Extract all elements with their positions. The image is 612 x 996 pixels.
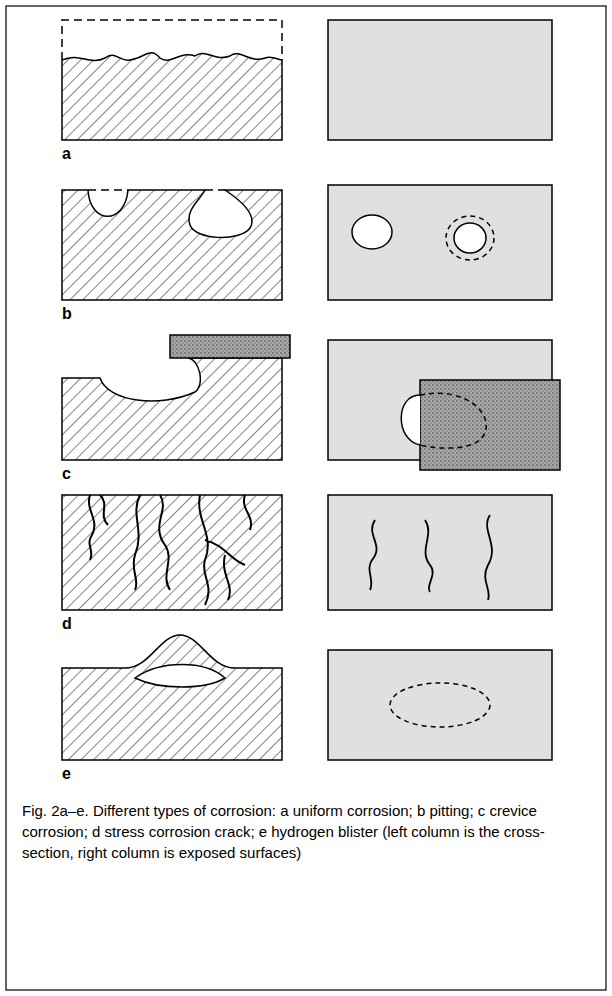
crevice-attack: [401, 395, 420, 445]
metal-section: [62, 53, 282, 140]
figure-caption: Fig. 2a–e. Different types of corrosion:…: [22, 800, 590, 863]
crevice-plate: [420, 380, 560, 470]
crevice-corrosion: [62, 335, 560, 470]
hidden-attack: [420, 393, 486, 448]
panel-letter: e: [62, 766, 71, 782]
hydrogen-blister: [62, 635, 552, 760]
panel-letter: c: [62, 466, 71, 482]
metal-section: [62, 190, 282, 300]
pitting: [62, 185, 552, 300]
metal-section: [62, 358, 282, 460]
exposed-surface: [328, 20, 552, 140]
exposed-surface: [328, 495, 552, 610]
original-surface: [62, 20, 282, 60]
original-surface: [88, 189, 225, 191]
crevice-plate: [170, 335, 290, 358]
crack: [369, 515, 492, 600]
panel-letter: b: [62, 306, 72, 322]
exposed-surface: [328, 650, 552, 760]
blister-cavity: [135, 665, 225, 688]
panel-letter: d: [62, 616, 72, 632]
pit-undercut: [446, 216, 494, 260]
uniform-corrosion: [62, 20, 552, 140]
figure-frame: [6, 6, 606, 990]
metal-section: [62, 635, 282, 760]
blister-outline: [390, 683, 490, 727]
pit-mouth: [352, 215, 392, 249]
panel-letter: a: [62, 146, 71, 162]
pit-mouth: [454, 223, 486, 253]
exposed-surface: [328, 185, 552, 300]
metal-section: [62, 495, 282, 610]
crack: [89, 495, 251, 605]
stress-corrosion-crack: [62, 495, 552, 610]
